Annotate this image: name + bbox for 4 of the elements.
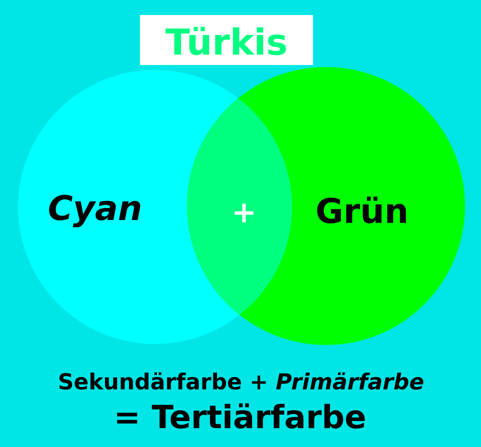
plus-sign: + [234,204,254,222]
result-text: = Tertiärfarbe [117,403,365,429]
formula-text: Sekundärfarbe + Primärfarbe [59,372,424,390]
title-box: Türkis [140,15,313,65]
